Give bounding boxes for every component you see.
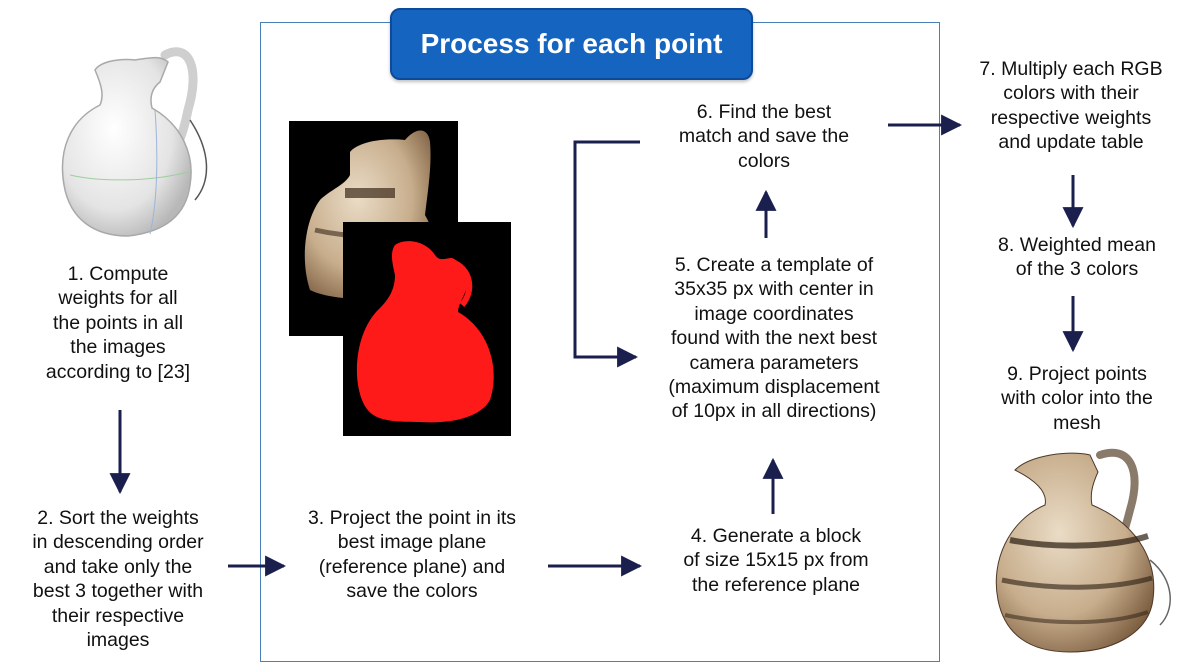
step-9-text: 9. Project points with color into the me… [1001,363,1153,434]
step-4-text: 4. Generate a block of size 15x15 px fro… [683,525,869,596]
reference-photo-stack [289,121,511,436]
step-5-text: 5. Create a template of 35x35 px with ce… [668,254,880,423]
step-8-text: 8. Weighted mean of the 3 colors [998,234,1156,281]
step-1-text: 1. Compute weights for all the points in… [45,263,191,383]
step-6-text: 6. Find the best match and save the colo… [678,101,850,172]
step-2-text: 2. Sort the weights in descending order … [32,507,204,651]
step-3-text: 3. Project the point in its best image p… [307,507,517,603]
step-7-text: 7. Multiply each RGB colors with their r… [979,58,1163,154]
process-title: Process for each point [390,8,753,80]
loop-arrow-step6-to-step5 [573,140,640,368]
mesh-jug-illustration [61,47,208,237]
colored-vase-illustration [995,448,1171,653]
red-mask-silhouette [356,241,494,423]
